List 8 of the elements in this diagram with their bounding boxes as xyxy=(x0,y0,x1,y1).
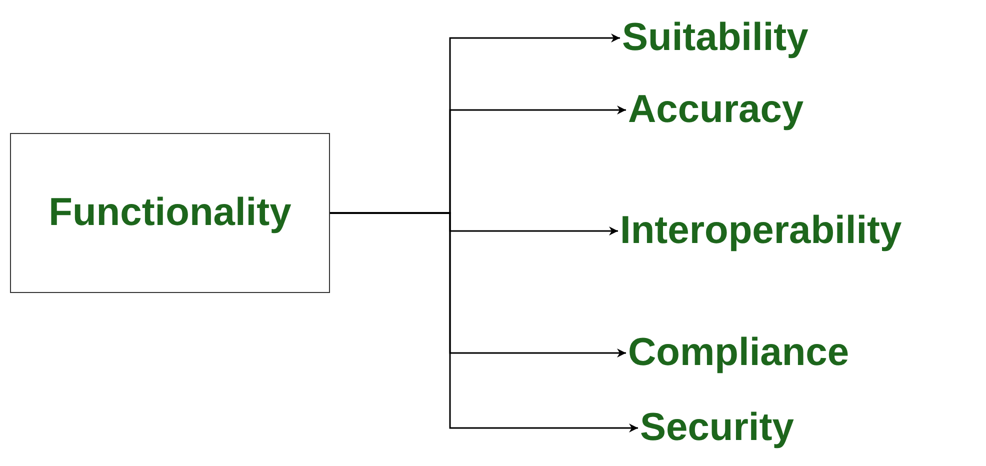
branch-label: Interoperability xyxy=(620,210,902,252)
branch-label: Compliance xyxy=(628,332,850,374)
branch-label: Suitability xyxy=(622,16,808,60)
branch-label: Accuracy xyxy=(628,88,804,132)
branch-label: Security xyxy=(640,406,794,450)
arrow xyxy=(330,212,638,432)
process-box xyxy=(10,133,330,293)
box-label: Functionality xyxy=(48,192,292,234)
